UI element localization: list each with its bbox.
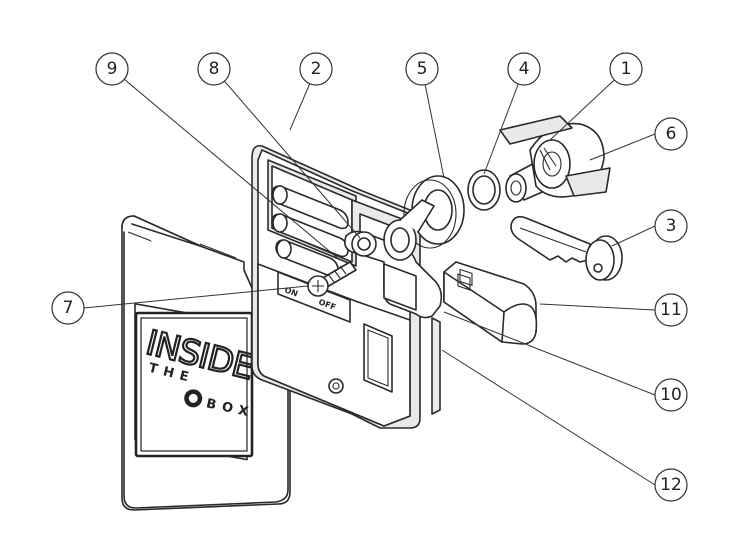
callout-2: 2 <box>299 52 333 86</box>
bottom-screw <box>328 378 344 394</box>
washer-4 <box>467 169 501 211</box>
lock-housing: ON OFF <box>251 144 441 429</box>
callout-6: 6 <box>654 117 688 151</box>
callout-5: 5 <box>405 52 439 86</box>
svg-text:8: 8 <box>209 59 220 79</box>
cam-nut <box>383 199 435 261</box>
svg-text:3: 3 <box>666 216 677 236</box>
callout-7: 7 <box>51 291 85 325</box>
svg-text:11: 11 <box>660 300 682 320</box>
callout-4: 4 <box>507 52 541 86</box>
svg-text:5: 5 <box>417 59 428 79</box>
svg-text:4: 4 <box>519 59 530 79</box>
callout-3: 3 <box>654 209 688 243</box>
svg-text:2: 2 <box>311 59 322 79</box>
callout-10: 10 <box>654 378 688 412</box>
callout-9: 9 <box>95 52 129 86</box>
key <box>510 215 623 281</box>
strike-plate <box>443 261 538 345</box>
svg-text:10: 10 <box>660 385 682 405</box>
callout-1: 1 <box>609 52 643 86</box>
front-cover: INSIDE THE BOX <box>121 215 292 511</box>
svg-text:7: 7 <box>63 298 74 318</box>
svg-text:12: 12 <box>660 475 682 495</box>
washer-5 <box>403 175 465 249</box>
battery-top <box>271 185 349 230</box>
latch-arm <box>344 230 443 319</box>
svg-text:9: 9 <box>107 59 118 79</box>
svg-text:6: 6 <box>666 124 677 144</box>
lock-cylinder <box>499 115 611 203</box>
switch-label-on: ON <box>283 285 299 298</box>
callout-12: 12 <box>654 468 688 502</box>
callout-8: 8 <box>197 52 231 86</box>
callout-11: 11 <box>654 293 688 327</box>
leader-lines <box>83 68 656 486</box>
svg-text:1: 1 <box>621 59 632 79</box>
